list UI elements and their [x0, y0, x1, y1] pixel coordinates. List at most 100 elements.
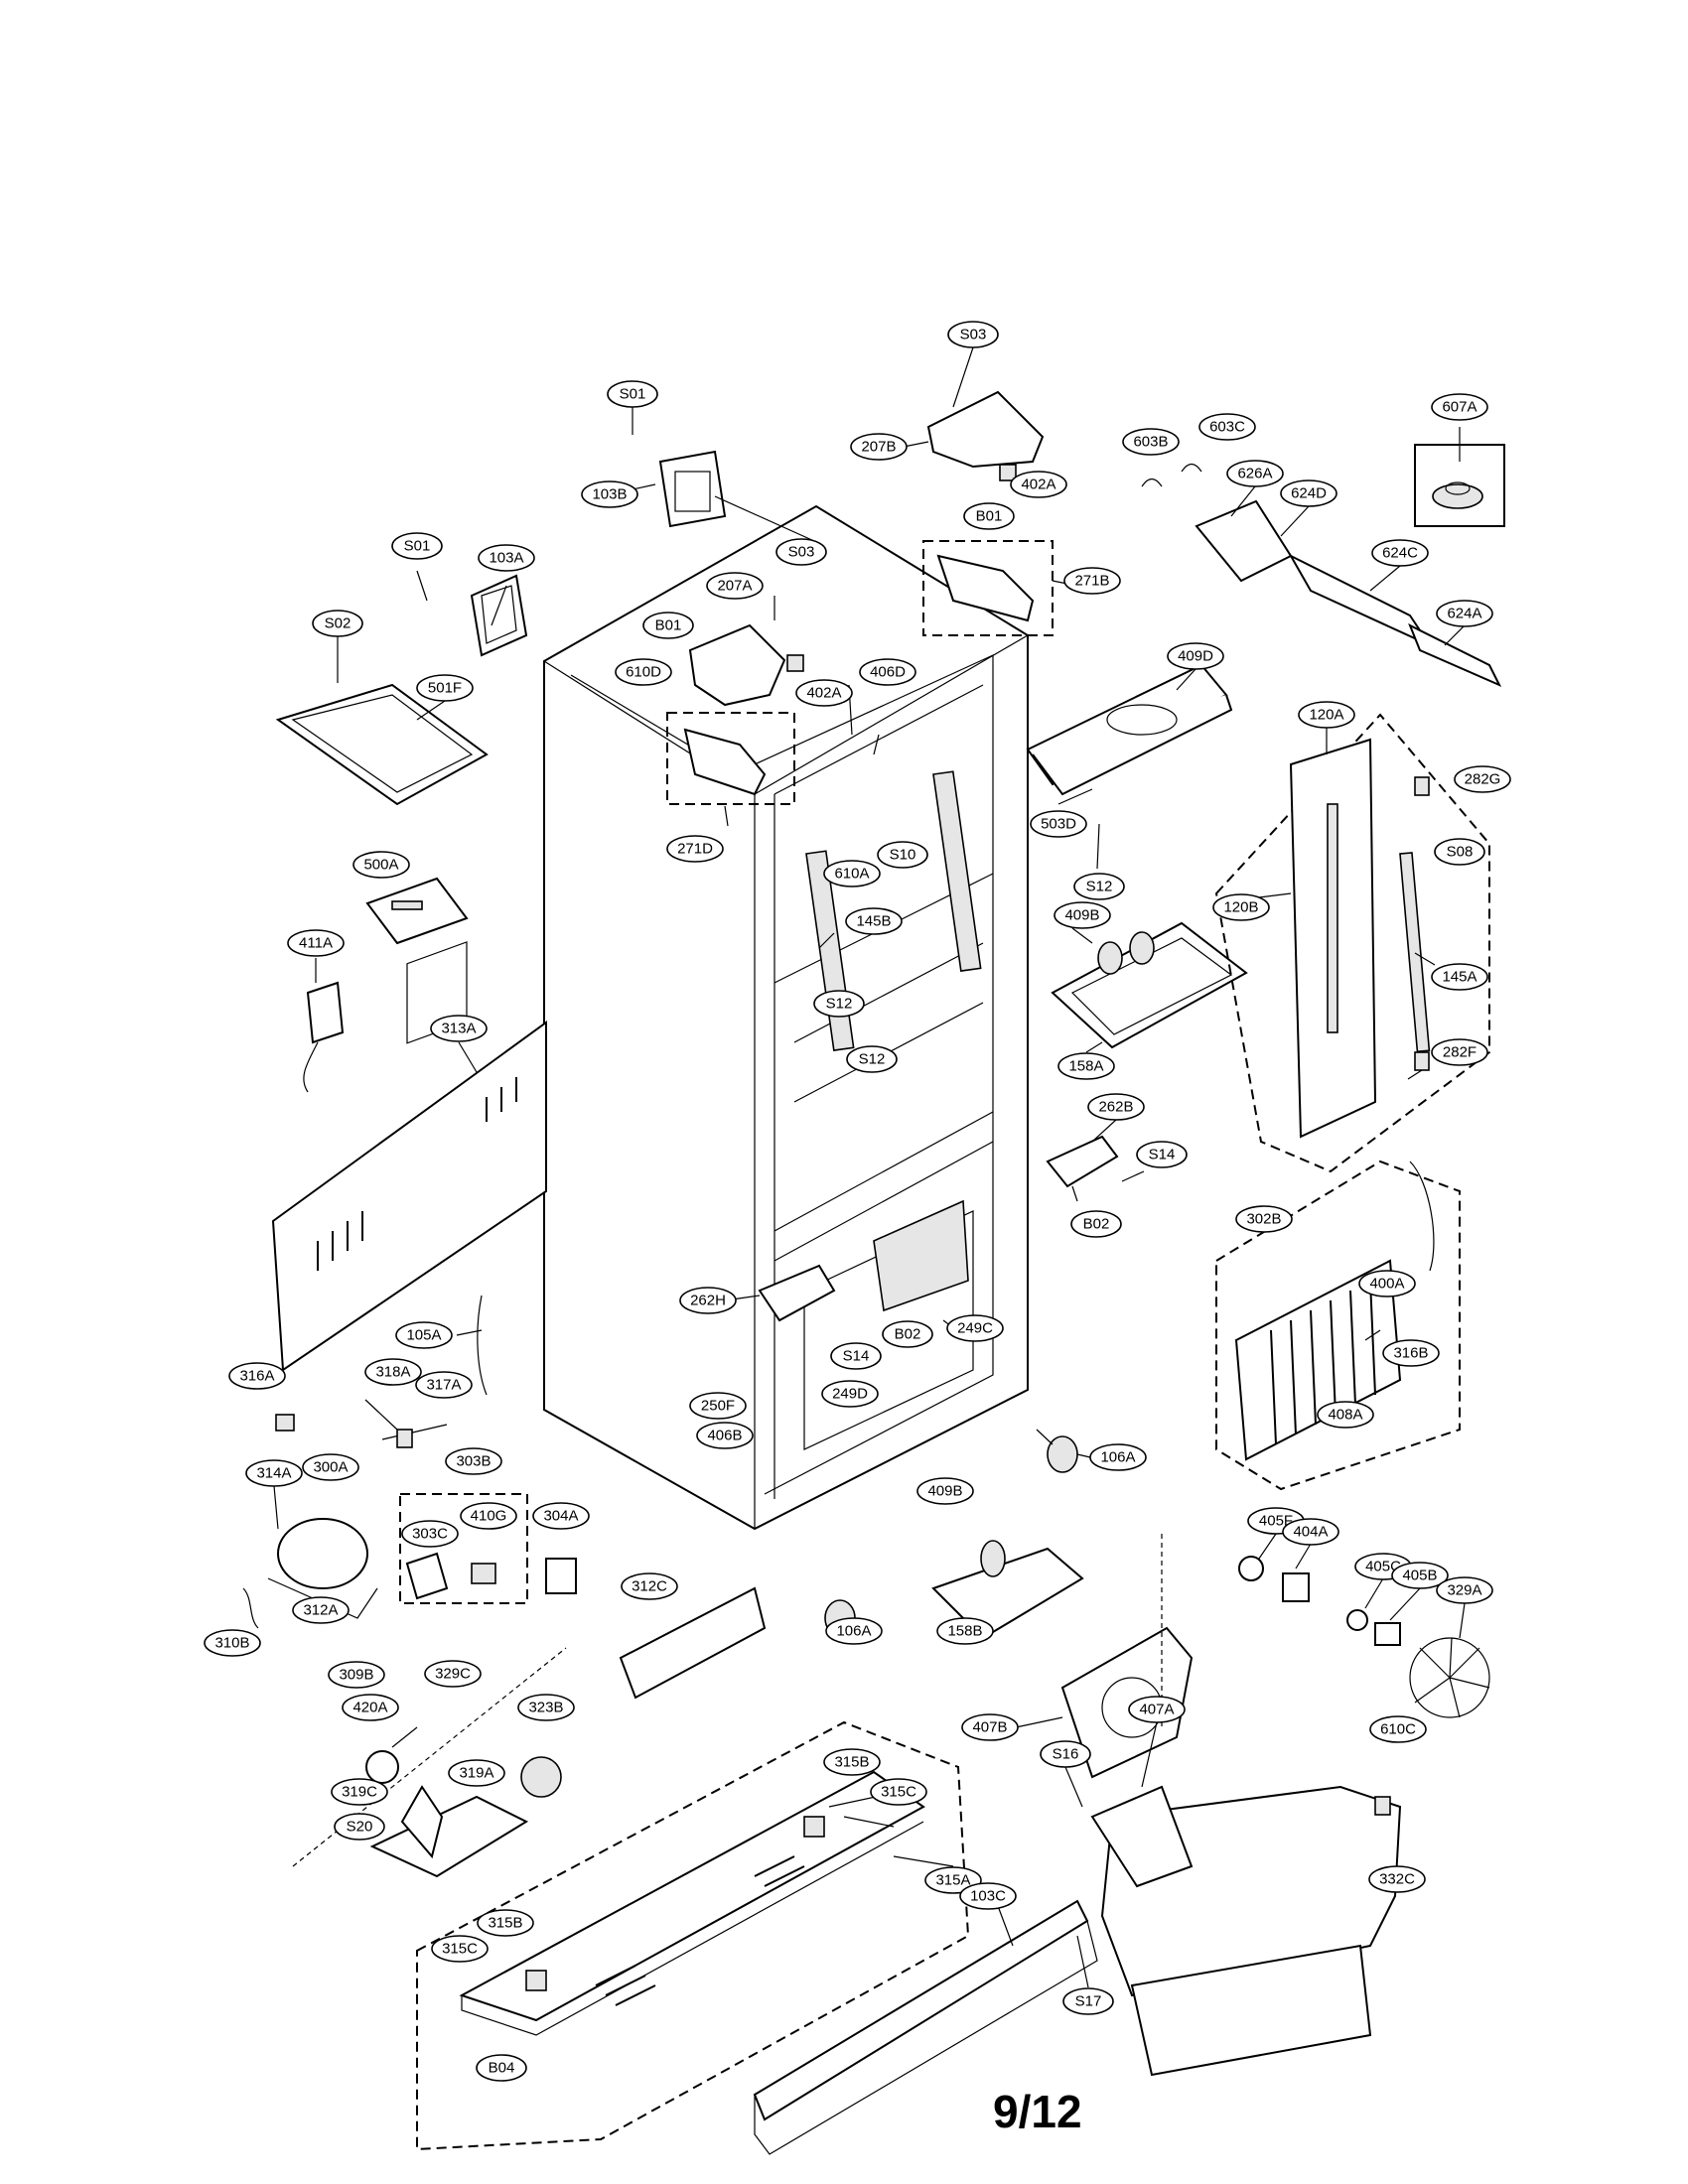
svg-text:315B: 315B [834, 1754, 869, 1771]
svg-text:317A: 317A [426, 1377, 461, 1394]
callout-271b: 271B [1063, 567, 1121, 595]
svg-text:249C: 249C [957, 1320, 993, 1337]
callout-s03-mid: S03 [775, 538, 827, 566]
svg-text:300A: 300A [313, 1459, 348, 1476]
callout-407a: 407A [1128, 1696, 1186, 1723]
callout-329a: 329A [1436, 1576, 1493, 1604]
part-207a-bracket [688, 623, 786, 707]
svg-text:S12: S12 [1086, 879, 1113, 895]
svg-text:303C: 303C [412, 1526, 448, 1543]
callout-b02-a: B02 [1070, 1210, 1122, 1238]
callout-610c: 610C [1369, 1715, 1427, 1743]
svg-text:319C: 319C [342, 1784, 377, 1801]
part-300a-compressor [242, 1518, 378, 1629]
callout-411a: 411A [287, 929, 345, 957]
svg-text:B02: B02 [895, 1326, 921, 1343]
svg-text:S14: S14 [843, 1348, 870, 1365]
svg-text:407B: 407B [972, 1719, 1007, 1736]
svg-text:S12: S12 [859, 1051, 886, 1068]
callout-329c: 329C [424, 1660, 482, 1688]
callout-249d: 249D [821, 1380, 879, 1408]
svg-text:405C: 405C [1365, 1559, 1401, 1575]
callout-315b-top: 315B [823, 1748, 881, 1776]
callout-120a: 120A [1298, 701, 1355, 729]
callout-249c: 249C [946, 1314, 1004, 1342]
part-fan-assembly [1060, 1534, 1490, 1779]
callout-s01-left: S01 [391, 532, 443, 560]
svg-text:402A: 402A [806, 685, 841, 702]
svg-text:407A: 407A [1139, 1702, 1174, 1718]
callout-158a: 158A [1057, 1052, 1115, 1080]
callout-282g: 282G [1454, 765, 1511, 793]
part-316a-shape [275, 1414, 295, 1432]
svg-text:B04: B04 [489, 2060, 515, 2077]
svg-text:406D: 406D [870, 664, 906, 681]
callout-b04: B04 [476, 2054, 527, 2082]
svg-text:158A: 158A [1068, 1058, 1103, 1075]
svg-text:S01: S01 [620, 386, 646, 403]
part-500a-board [365, 877, 469, 945]
svg-text:S12: S12 [826, 996, 853, 1013]
svg-text:501F: 501F [428, 680, 462, 697]
callout-b01-top: B01 [963, 502, 1015, 530]
callout-145b: 145B [845, 907, 903, 935]
svg-text:271D: 271D [677, 841, 713, 858]
callout-408a: 408A [1317, 1401, 1374, 1429]
svg-text:315B: 315B [488, 1915, 522, 1932]
svg-text:304A: 304A [543, 1508, 578, 1525]
svg-text:610C: 610C [1380, 1721, 1416, 1738]
callout-314a: 314A [245, 1459, 303, 1487]
svg-text:318A: 318A [375, 1364, 410, 1381]
part-411a-power-cord [303, 981, 345, 1093]
callout-s16: S16 [1040, 1740, 1091, 1768]
svg-text:500A: 500A [363, 857, 398, 874]
callout-207a: 207A [706, 572, 764, 600]
part-332c-duct [1090, 1785, 1402, 2077]
part-409d-housing [1026, 663, 1233, 796]
svg-text:302B: 302B [1246, 1211, 1281, 1228]
callout-303c: 303C [401, 1520, 459, 1548]
refrigerator-cabinet [543, 504, 1029, 1531]
svg-text:405B: 405B [1402, 1568, 1437, 1584]
svg-text:402A: 402A [1021, 477, 1055, 493]
svg-text:S03: S03 [788, 544, 815, 561]
svg-text:603C: 603C [1209, 419, 1245, 436]
leader-lines [273, 346, 1466, 1988]
svg-text:329A: 329A [1447, 1582, 1481, 1599]
callout-312a: 312A [292, 1596, 350, 1624]
callout-624c: 624C [1371, 539, 1429, 567]
callout-106a-right: 106A [1089, 1443, 1147, 1471]
svg-text:S16: S16 [1053, 1746, 1079, 1763]
callout-s10: S10 [877, 841, 928, 869]
callout-500a: 500A [352, 851, 410, 879]
callout-s12-a: S12 [1073, 873, 1125, 900]
callout-332c: 332C [1368, 1865, 1426, 1893]
svg-text:410G: 410G [471, 1508, 507, 1525]
callout-406b: 406B [696, 1422, 754, 1449]
callout-304a: 304A [532, 1502, 590, 1530]
svg-text:S17: S17 [1075, 1993, 1102, 2010]
part-313a-rear-panel [271, 941, 547, 1372]
callout-407b: 407B [961, 1713, 1019, 1741]
svg-text:282F: 282F [1443, 1044, 1477, 1061]
callout-103b: 103B [581, 480, 638, 508]
callout-303b: 303B [445, 1447, 502, 1475]
part-318a-317a [381, 1424, 448, 1448]
callout-409d: 409D [1167, 642, 1224, 670]
callout-409b-bot: 409B [916, 1477, 974, 1505]
callout-316b: 316B [1382, 1339, 1440, 1367]
svg-text:S01: S01 [404, 538, 431, 555]
svg-text:315C: 315C [881, 1784, 916, 1801]
svg-text:313A: 313A [441, 1021, 476, 1037]
callout-b02-b: B02 [882, 1320, 933, 1348]
callout-610a: 610A [823, 860, 881, 887]
svg-text:S10: S10 [890, 847, 916, 864]
svg-text:319A: 319A [459, 1765, 493, 1782]
callout-405b: 405B [1391, 1562, 1449, 1589]
svg-text:207A: 207A [717, 578, 752, 595]
part-271b-box [922, 540, 1054, 636]
svg-text:262B: 262B [1098, 1099, 1133, 1116]
svg-text:249D: 249D [832, 1386, 868, 1403]
part-103c-kick-plate [753, 1899, 1098, 2155]
svg-text:282G: 282G [1465, 771, 1501, 788]
